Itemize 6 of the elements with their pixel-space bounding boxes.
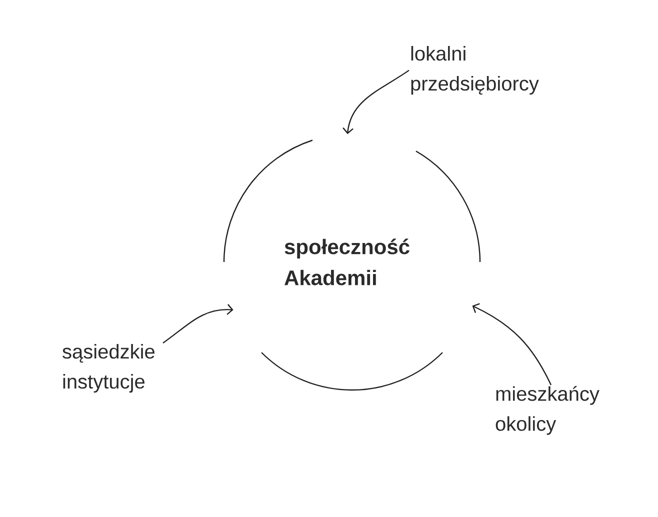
curved-arrow bbox=[162, 304, 234, 344]
text-label: sąsiedzkie instytucje bbox=[62, 344, 154, 393]
text-label: lokalni przedsiębiorcy bbox=[411, 46, 539, 95]
text-label: mieszkańcy okolicy bbox=[496, 386, 600, 435]
curved-arrow bbox=[472, 303, 552, 386]
curved-arrow bbox=[342, 70, 410, 134]
